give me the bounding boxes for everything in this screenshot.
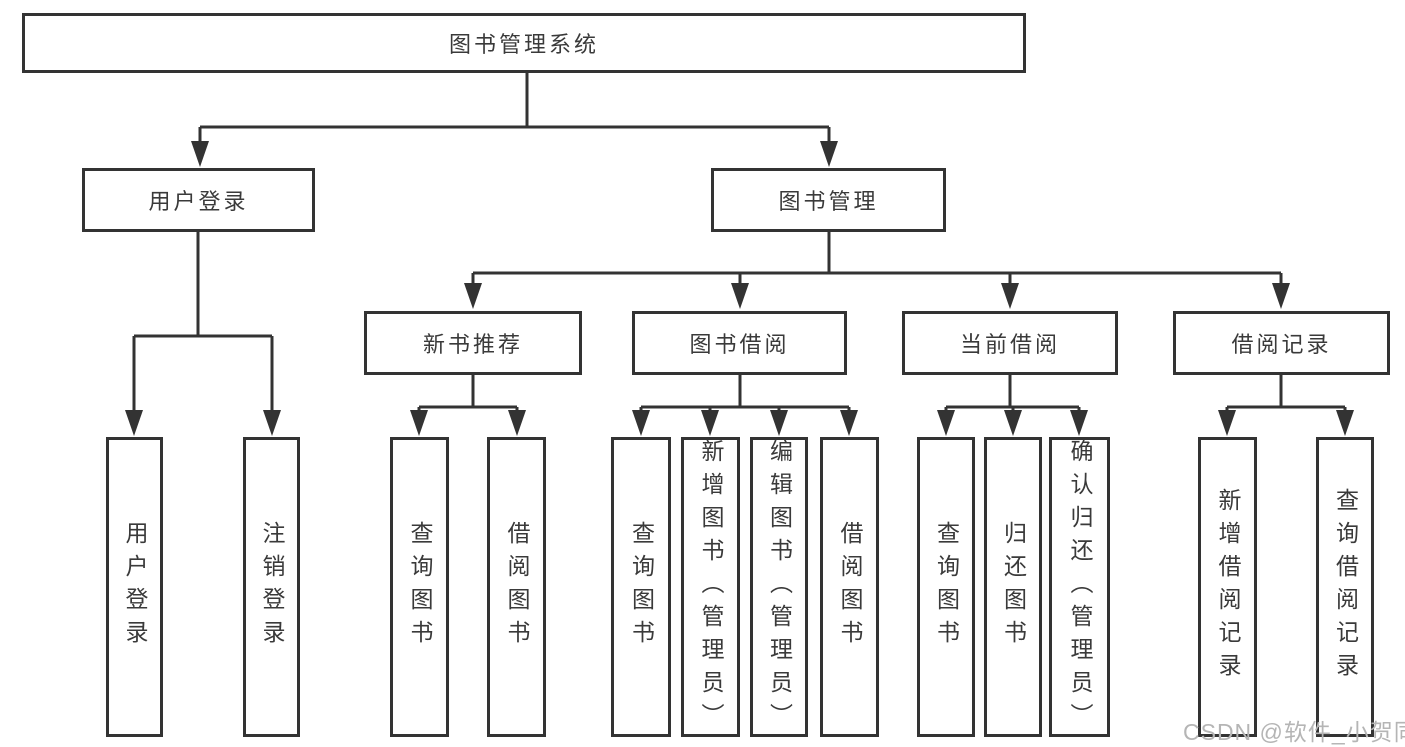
node-book-mgmt: 图书管理 <box>711 168 946 232</box>
edge-current-borrow-branch <box>944 375 1081 415</box>
arrow-to-bb-add <box>701 410 719 436</box>
leaf-cb-confirm-return: 确认归还（管理员） <box>1049 437 1110 737</box>
leaf-bb-edit-books-label: 编辑图书（管理员） <box>766 438 793 736</box>
leaf-cb-confirm-return-label: 确认归还（管理员） <box>1067 438 1093 736</box>
arrow-to-login <box>125 410 143 436</box>
leaf-cb-return-books-label: 归还图书 <box>1000 521 1027 653</box>
leaf-nbr-query-books-label: 查询图书 <box>407 521 433 653</box>
leaf-bb-add-books-label: 新增图书（管理员） <box>698 438 724 736</box>
node-borrow-records-label: 借阅记录 <box>1231 332 1332 357</box>
arrow-to-cb-return <box>1004 410 1022 436</box>
leaf-logout-label: 注销登录 <box>259 521 285 653</box>
node-book-borrow-label: 图书借阅 <box>689 332 790 357</box>
leaf-nbr-borrow-books-label: 借阅图书 <box>504 521 530 653</box>
arrow-to-br-query <box>1336 410 1354 436</box>
leaf-br-add-record: 新增借阅记录 <box>1198 437 1257 737</box>
edge-borrow-records-branch <box>1225 375 1347 415</box>
arrow-to-cb-confirm <box>1070 410 1088 436</box>
arrow-to-bb-edit <box>770 410 788 436</box>
edge-book-mgmt-branch <box>471 232 1283 288</box>
node-new-book-rec: 新书推荐 <box>364 311 582 375</box>
arrow-to-current-borrow <box>1001 283 1019 309</box>
leaf-bb-add-books: 新增图书（管理员） <box>681 437 740 737</box>
leaf-cb-query-books-label: 查询图书 <box>933 521 960 653</box>
leaf-logout: 注销登录 <box>243 437 300 737</box>
leaf-login: 用户登录 <box>106 437 163 737</box>
node-new-book-rec-label: 新书推荐 <box>422 332 523 357</box>
leaf-bb-query-books: 查询图书 <box>611 437 671 737</box>
arrow-to-book-borrow <box>731 283 749 309</box>
edge-root-stem <box>198 73 831 150</box>
arrow-to-borrow-records <box>1272 283 1290 309</box>
arrow-to-bb-borrow <box>840 410 858 436</box>
leaf-cb-return-books: 归还图书 <box>984 437 1042 737</box>
arrow-to-cb-query <box>937 410 955 436</box>
edge-book-borrow-branch <box>639 375 851 415</box>
node-root: 图书管理系统 <box>22 13 1026 73</box>
leaf-br-add-record-label: 新增借阅记录 <box>1215 488 1241 686</box>
node-current-borrow: 当前借阅 <box>902 311 1118 375</box>
arrow-to-bb-query <box>632 410 650 436</box>
node-user-login-label: 用户登录 <box>148 189 249 214</box>
arrow-to-user-login <box>191 141 209 167</box>
arrowheads <box>125 141 1354 436</box>
edge-user-login-branch <box>132 232 274 415</box>
leaf-bb-borrow-books: 借阅图书 <box>820 437 879 737</box>
edge-new-book-rec-branch <box>417 375 519 415</box>
leaf-cb-query-books: 查询图书 <box>917 437 975 737</box>
leaf-bb-borrow-books-label: 借阅图书 <box>837 521 863 653</box>
arrow-to-nbr-query <box>410 410 428 436</box>
node-borrow-records: 借阅记录 <box>1173 311 1390 375</box>
arrow-to-new-book-rec <box>464 283 482 309</box>
arrow-to-logout <box>263 410 281 436</box>
leaf-login-label: 用户登录 <box>122 521 148 653</box>
leaf-bb-query-books-label: 查询图书 <box>628 521 655 653</box>
node-user-login: 用户登录 <box>82 168 315 232</box>
leaf-nbr-query-books: 查询图书 <box>390 437 449 737</box>
arrow-to-nbr-borrow <box>508 410 526 436</box>
node-book-borrow: 图书借阅 <box>632 311 847 375</box>
node-book-mgmt-label: 图书管理 <box>778 189 879 214</box>
node-root-label: 图书管理系统 <box>448 32 599 57</box>
leaf-br-query-record: 查询借阅记录 <box>1316 437 1374 737</box>
arrow-to-br-add <box>1218 410 1236 436</box>
csdn-watermark: CSDN @软件_小贺同学 <box>1183 719 1405 745</box>
leaf-nbr-borrow-books: 借阅图书 <box>487 437 546 737</box>
leaf-br-query-record-label: 查询借阅记录 <box>1332 488 1359 686</box>
node-current-borrow-label: 当前借阅 <box>959 332 1060 357</box>
arrow-to-book-mgmt <box>820 141 838 167</box>
leaf-bb-edit-books: 编辑图书（管理员） <box>750 437 808 737</box>
